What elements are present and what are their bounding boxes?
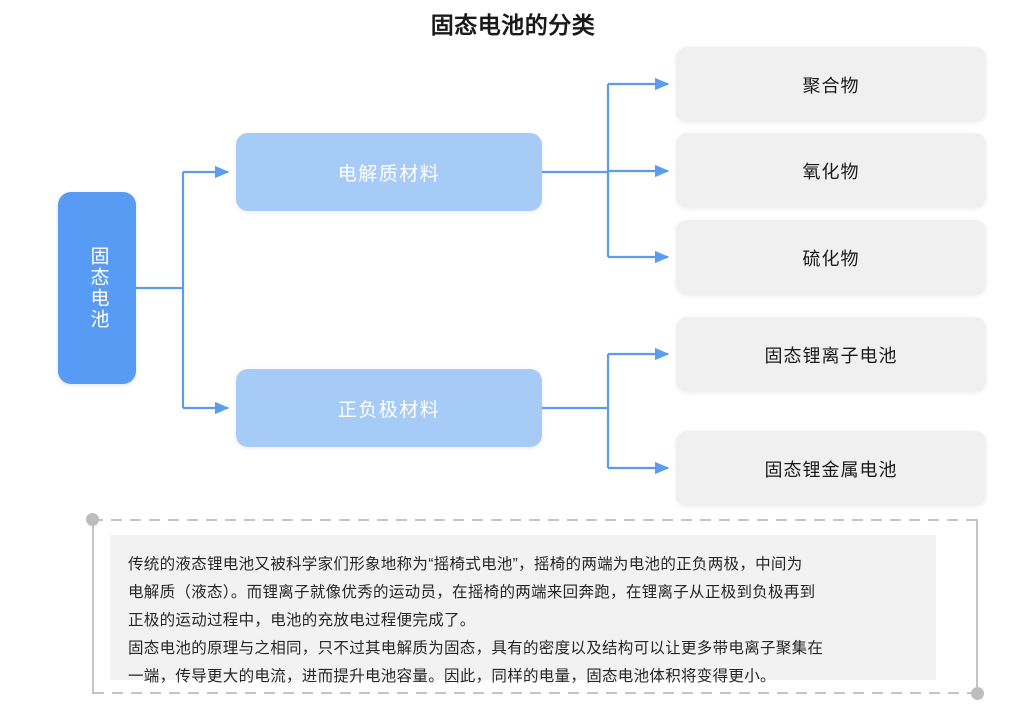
node-root-label: 固态电池	[87, 246, 109, 330]
note-line: 一端，传导更大的电流，进而提升电池容量。因此，同样的电量，固态电池体积将变得更小…	[128, 668, 776, 685]
node-leaf-solid-lithium-ion-battery[interactable]: 固态锂离子电池	[676, 317, 986, 392]
node-leaf-label: 固态锂离子电池	[764, 345, 898, 366]
note-text-panel: 传统的液态锂电池又被科学家们形象地称为“摇椅式电池”，摇椅的两端为电池的正负两极…	[110, 535, 936, 685]
note-line: 传统的液态锂电池又被科学家们形象地称为“摇椅式电池”，摇椅的两端为电池的正负两极…	[128, 556, 803, 573]
node-branch-label: 正负极材料	[337, 399, 441, 421]
node-leaf-oxide[interactable]: 氧化物	[676, 133, 986, 208]
node-leaf-label: 固态锂金属电池	[764, 459, 898, 480]
note-frame-end-dot-icon	[971, 687, 984, 700]
node-leaf-label: 氧化物	[802, 161, 860, 182]
note-frame-left-edge	[92, 519, 94, 694]
connector-electrolyte-branch	[542, 77, 670, 264]
note-line: 正极的运动过程中，电池的充放电过程便完成了。	[128, 612, 476, 629]
page-title: 固态电池的分类	[430, 12, 596, 38]
note-line: 固态电池的原理与之相同，只不过其电解质为固态，具有的密度以及结构可以让更多带电离…	[128, 640, 824, 657]
note-frame-top-dashed-edge	[92, 519, 978, 521]
note-frame-bottom-dashed-edge	[92, 692, 978, 694]
node-leaf-label: 硫化物	[802, 248, 860, 269]
connector-electrode-branch	[542, 347, 670, 475]
node-root-solid-state-battery[interactable]: 固态电池	[58, 192, 136, 384]
node-leaf-solid-lithium-metal-battery[interactable]: 固态锂金属电池	[676, 431, 986, 506]
node-leaf-label: 聚合物	[802, 75, 860, 96]
note-frame	[86, 513, 984, 700]
node-leaf-sulfide[interactable]: 硫化物	[676, 220, 986, 295]
node-branch-electrode-material[interactable]: 正负极材料	[236, 369, 542, 447]
node-leaf-polymer[interactable]: 聚合物	[676, 47, 986, 122]
note-frame-right-edge	[976, 519, 978, 694]
note-frame-start-dot-icon	[86, 513, 99, 526]
note-line: 电解质（液态）。而锂离子就像优秀的运动员，在摇椅的两端来回奔跑，在锂离子从正极到…	[128, 584, 816, 601]
connector-root-stem	[136, 165, 230, 415]
node-branch-electrolyte-material[interactable]: 电解质材料	[236, 133, 542, 211]
node-branch-label: 电解质材料	[337, 163, 441, 185]
